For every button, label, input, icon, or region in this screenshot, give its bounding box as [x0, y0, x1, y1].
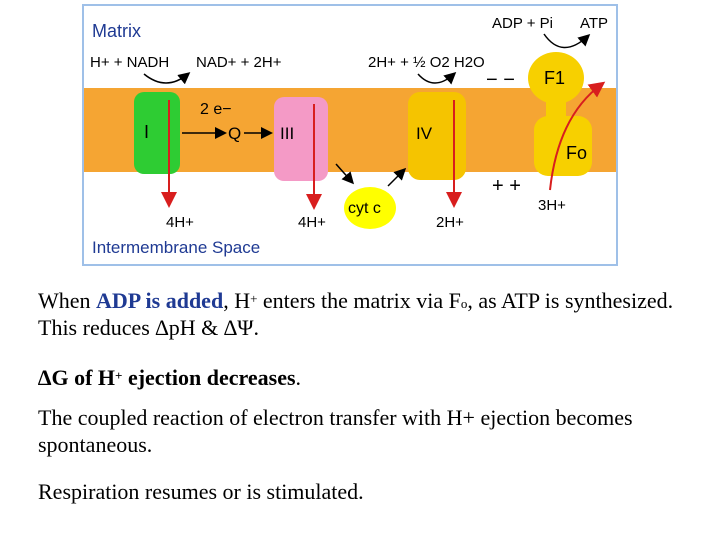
cytochrome-c-label: cyt c: [348, 200, 381, 217]
atp-label: ATP: [580, 15, 608, 32]
fo-label: Fo: [566, 143, 587, 163]
to-cytc-arrow: [335, 163, 354, 185]
complex-3-label: III: [280, 124, 294, 143]
caption-paragraph-4: Respiration resumes or is stimulated.: [38, 479, 364, 504]
electrons-label: 2 e−: [200, 101, 232, 118]
complex-4: [408, 92, 466, 180]
cytochrome-c: [344, 187, 396, 229]
electron-transport-diagram: Matrix Intermembrane Space I H+ + NADH N…: [82, 4, 618, 266]
adp-label: ADP + Pi: [492, 15, 553, 32]
atp-synthesis-arrow: [543, 33, 591, 49]
atp-synthase-proton-arrow: [549, 81, 606, 191]
charge-plus: + +: [492, 175, 521, 197]
oxygen-reduction-arrow: [417, 71, 457, 85]
complex-1-right-reaction: NAD+ + 2H+: [196, 54, 282, 71]
matrix-label: Matrix: [92, 21, 141, 41]
caption-paragraph-2: ∆G of H+ ejection decreases.: [38, 365, 302, 390]
complex-4-reaction: 2H+ + ½ O2 H2O: [368, 54, 485, 71]
complex-3-output: 4H+: [298, 214, 326, 231]
from-cytc-arrow: [387, 167, 407, 187]
f1-label: F1: [544, 68, 565, 88]
f1-subunit: [528, 52, 584, 104]
complex-1-left-reaction: H+ + NADH: [90, 54, 169, 71]
complex-1-output: 4H+: [166, 214, 194, 231]
fo-subunit: [534, 116, 592, 176]
intermembrane-label: Intermembrane Space: [92, 238, 260, 257]
charge-minus: − −: [486, 69, 515, 91]
complex-4-label: IV: [416, 124, 433, 143]
nadh-oxidation-arrow: [143, 72, 191, 85]
complex-1-label: I: [144, 122, 149, 142]
complex-1: [134, 92, 180, 174]
complex-4-output: 2H+: [436, 214, 464, 231]
quinone-label: Q: [228, 124, 241, 143]
caption-paragraph-1: When ADP is added, H+ enters the matrix …: [38, 288, 674, 340]
caption-paragraph-3: The coupled reaction of electron transfe…: [38, 405, 633, 457]
atp-synthase-input: 3H+: [538, 197, 566, 214]
